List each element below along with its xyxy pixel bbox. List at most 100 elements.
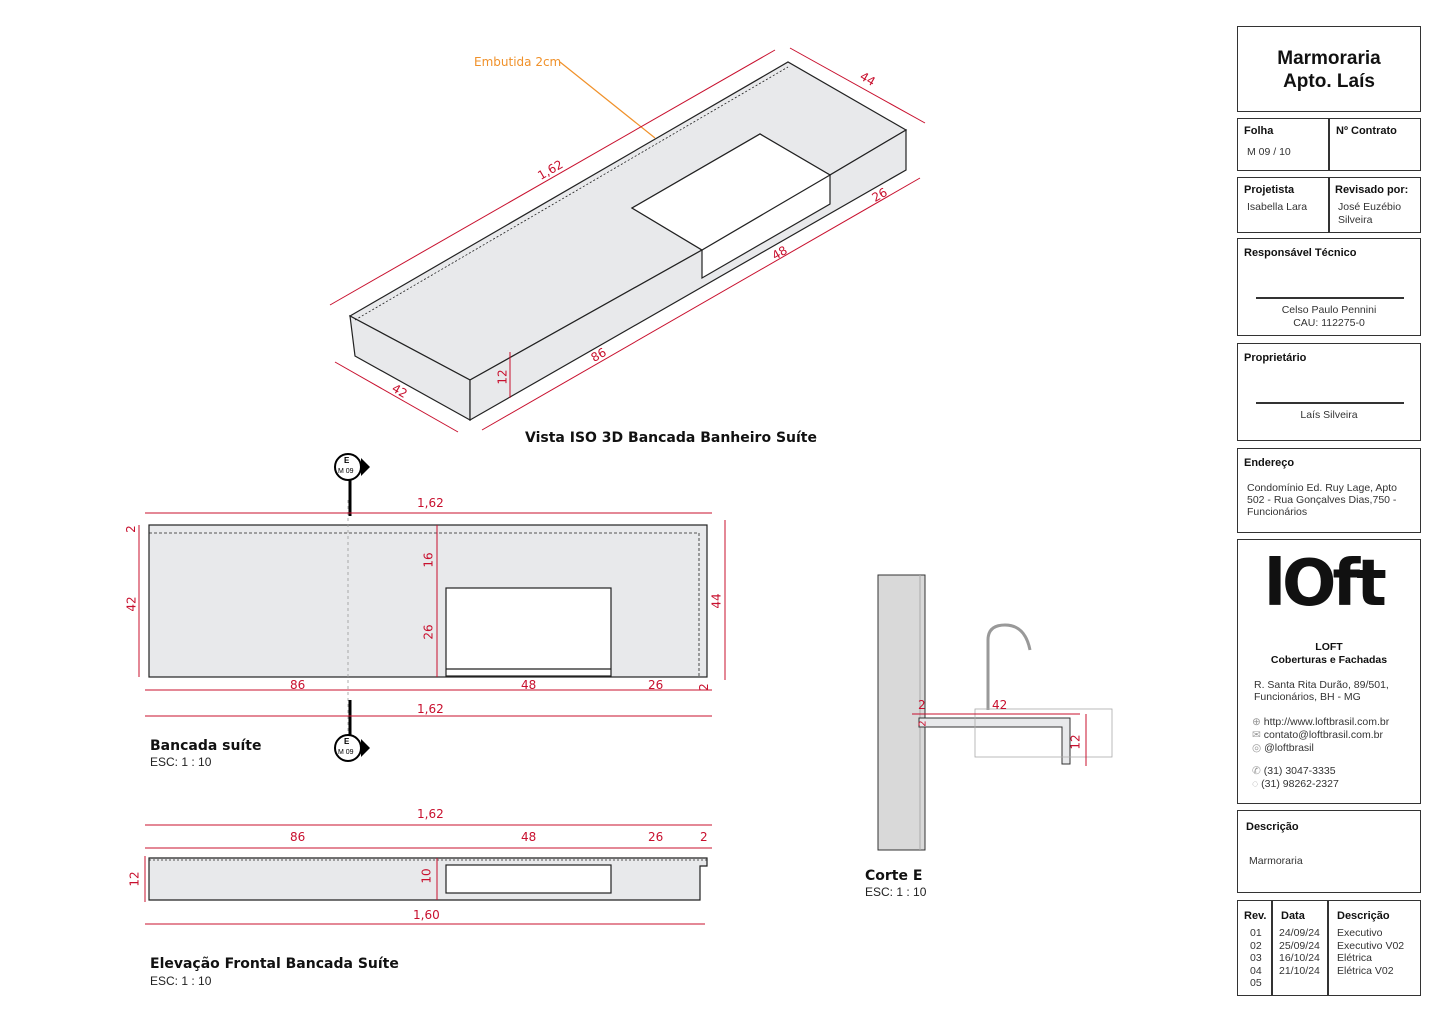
elev-scale: ESC: 1 : 10 xyxy=(150,974,212,988)
iso-top xyxy=(348,61,908,381)
section-marker-bottom xyxy=(334,734,370,762)
elev-dim-48: 48 xyxy=(521,830,537,844)
elev-dim-bottom: 1,60 xyxy=(413,908,440,922)
signature-line xyxy=(1256,297,1404,299)
designer-box: Projetista Isabella Lara Revisado por: J… xyxy=(1237,177,1421,233)
end-label: Endereço xyxy=(1244,457,1295,469)
whatsapp: (31) 98262-2327 xyxy=(1261,778,1339,790)
desc-value: Marmoraria xyxy=(1249,855,1303,867)
desc-header: Descrição xyxy=(1337,910,1390,922)
company-sub: Coberturas e Fachadas xyxy=(1270,654,1388,666)
plan-dim-right: 44 xyxy=(709,593,724,609)
description-box: Descrição Marmoraria xyxy=(1237,810,1421,893)
elev-dim-86: 86 xyxy=(290,830,306,844)
revisado-label: Revisado por: xyxy=(1335,184,1409,196)
revision-rev: 03 xyxy=(1250,952,1262,964)
revision-date: 21/10/24 xyxy=(1279,964,1320,977)
globe-icon: ⊕ xyxy=(1252,716,1261,728)
company-address: R. Santa Rita Durão, 89/501, Funcionário… xyxy=(1254,679,1389,703)
section-mark-sheet-bottom: M 09 xyxy=(338,749,354,756)
mail-icon: ✉ xyxy=(1252,729,1261,741)
rev-header: Rev. xyxy=(1244,910,1267,922)
elev-dim-26: 26 xyxy=(648,830,664,844)
website-link[interactable]: http://www.loftbrasil.com.br xyxy=(1263,716,1390,728)
elev-title: Elevação Frontal Bancada Suíte xyxy=(150,956,399,972)
section-dim-2: 2 xyxy=(918,698,926,712)
revision-desc: Executivo xyxy=(1337,927,1383,939)
resp-name: Celso Paulo Pennini xyxy=(1281,304,1377,316)
plan-dim-16: 16 xyxy=(421,552,436,568)
prop-name: Laís Silveira xyxy=(1300,409,1358,421)
revision-rev: 02 xyxy=(1250,939,1262,952)
plan-dim-26v: 26 xyxy=(421,624,436,640)
endereco: Condomínio Ed. Ruy Lage, Apto 502 - Rua … xyxy=(1247,482,1398,518)
section-mark-letter: E xyxy=(344,456,350,465)
plan-dim-edge: 2 xyxy=(123,525,138,533)
section-mark-letter-bottom: E xyxy=(344,737,350,746)
plan-scale: ESC: 1 : 10 xyxy=(150,755,212,769)
revision-date: 25/09/24 xyxy=(1279,939,1320,952)
elevation-dimensions xyxy=(144,824,712,925)
phone-icon: ✆ xyxy=(1252,765,1261,777)
prop-label: Proprietário xyxy=(1244,352,1307,364)
date-header: Data xyxy=(1281,910,1305,922)
elev-dim-2: 2 xyxy=(700,830,708,844)
project-title-box: Marmoraria Apto. Laís xyxy=(1237,26,1421,112)
iso-dimensions xyxy=(329,47,926,433)
contrato-label: Nº Contrato xyxy=(1336,125,1397,137)
iso-note: Embutida 2cm xyxy=(474,55,562,69)
projetista-label: Projetista xyxy=(1244,184,1295,196)
iso-dim-height: 12 xyxy=(495,369,510,385)
revision-rev: 04 xyxy=(1250,964,1262,977)
owner-box: Proprietário Laís Silveira xyxy=(1237,343,1421,441)
phone: (31) 3047-3335 xyxy=(1263,765,1336,777)
section-title: Corte E xyxy=(865,868,923,884)
revisions-table: Rev. Data Descrição 01 24/09/24 Executivo 0… xyxy=(1237,900,1421,996)
resp-cau: CAU: 112275-0 xyxy=(1293,317,1365,329)
project-title: Marmoraria xyxy=(1277,48,1381,69)
elev-dim-10: 10 xyxy=(419,868,434,884)
iso-view xyxy=(348,61,908,422)
plan-dim-bottom: 1,62 xyxy=(417,702,444,716)
revision-desc: Elétrica V02 xyxy=(1337,964,1394,977)
iso-sink xyxy=(630,133,832,251)
elev-dim-top: 1,62 xyxy=(417,807,444,821)
section-view xyxy=(877,574,1113,851)
section-dim-2b: 2 xyxy=(917,720,929,727)
revision-desc: Elétrica xyxy=(1337,952,1373,964)
section-mark-sheet: M 09 xyxy=(338,468,354,475)
plan-dim-left: 42 xyxy=(124,596,139,612)
section-scale: ESC: 1 : 10 xyxy=(865,885,927,899)
plan-dim-48: 48 xyxy=(521,678,537,692)
revision-date: 24/09/24 xyxy=(1279,927,1320,939)
company-name: LOFT xyxy=(1315,641,1343,653)
elevation-view xyxy=(148,857,708,901)
instagram-link[interactable]: @loftbrasil xyxy=(1264,742,1314,754)
project-subtitle: Apto. Laís xyxy=(1283,71,1375,92)
plan-view xyxy=(148,480,708,740)
sheet-box: Folha M 09 / 10 Nº Contrato xyxy=(1237,118,1421,171)
desc-label: Descrição xyxy=(1246,821,1299,833)
revision-rev: 01 xyxy=(1250,927,1262,939)
resp-label: Responsável Técnico xyxy=(1244,247,1357,259)
section-marker-top xyxy=(334,453,370,481)
projetista-value: Isabella Lara xyxy=(1247,201,1308,213)
email-link[interactable]: contato@loftbrasil.com.br xyxy=(1263,729,1383,741)
elev-dim-12: 12 xyxy=(127,871,142,887)
plan-dimensions xyxy=(138,512,726,717)
plan-dim-2: 2 xyxy=(696,683,711,691)
plan-dim-top: 1,62 xyxy=(417,496,444,510)
address-box: Endereço Condomínio Ed. Ruy Lage, Apto 5… xyxy=(1237,448,1421,533)
folha-value: M 09 / 10 xyxy=(1247,146,1291,158)
loft-logo: lOft xyxy=(1264,547,1387,621)
plan-dim-86: 86 xyxy=(290,678,306,692)
section-dim-42: 42 xyxy=(992,698,1008,712)
section-dim-12: 12 xyxy=(1068,734,1083,750)
revision-rev: 05 xyxy=(1250,977,1262,989)
folha-label: Folha xyxy=(1244,125,1274,137)
